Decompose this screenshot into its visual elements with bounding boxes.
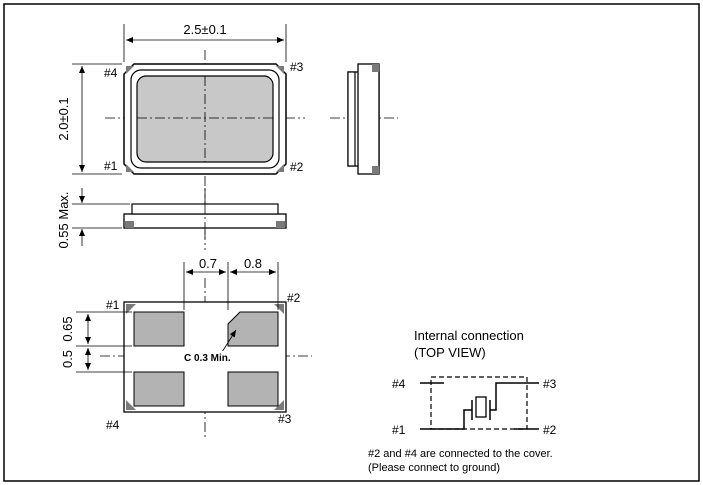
right-side-view [330,63,398,175]
internal-pin1-label: #1 [392,423,406,437]
top-view-corner-pad-3 [276,66,284,74]
internal-pin2-label: #2 [543,423,557,437]
cover-connection-note: #2 and #4 are connected to the cover. [368,448,553,460]
side-view-terminal-bottom [372,166,379,174]
land-dim-c-label: 0.65 [60,316,75,341]
land-corner-3 [274,400,284,410]
land-pad-2 [227,311,279,347]
crystal-element-icon [475,396,487,418]
top-height-dim-label: 2.0±0.1 [56,97,71,140]
internal-pin3-label: #3 [543,377,557,391]
land-pattern-view: 0.7 0.8 0.65 0.5 C 0.3 Min. #1 #2 #4 #3 [60,256,312,438]
top-view-pin3-label: #3 [290,60,304,74]
side-view-base [357,63,380,175]
top-view-corner-pad-4 [126,66,134,74]
front-view-terminal-left [125,221,134,228]
chamfer-note: C 0.3 Min. [184,353,231,364]
land-pin1-label: #1 [106,298,120,312]
internal-pin4-label: #4 [392,377,406,391]
land-corner-2 [274,304,284,314]
crystal-connection-path-right [490,382,514,411]
land-pin3-label: #3 [278,412,292,426]
front-view-terminal-right [276,221,285,228]
land-corner-4 [126,400,136,410]
chamfer-leader-line [221,329,237,353]
internal-connection-subtitle: (TOP VIEW) [414,345,486,360]
land-pad-4 [133,371,185,407]
top-view-seam-ring [130,69,280,169]
internal-connection-diagram: Internal connection (TOP VIEW) #4 #3 #1 … [368,328,557,474]
crystal-connection-path [420,409,472,430]
land-pin4-label: #4 [106,418,120,432]
top-view-corner-pad-2 [276,164,284,172]
land-pad-3 [227,371,279,407]
top-view-pin2-label: #2 [290,160,304,174]
land-pad-1 [133,311,185,347]
front-height-dim-label: 0.55 Max. [56,191,71,248]
internal-connection-title: Internal connection [414,328,524,343]
top-width-dim-label: 2.5±0.1 [183,22,226,37]
front-side-view: 0.55 Max. [56,188,287,249]
top-view: 2.5±0.1 2.0±0.1 #4 #3 #1 #2 [56,22,305,250]
chamfer-note-bg [180,351,252,363]
side-view-lid [347,71,356,167]
top-view-corner-pad-1 [126,164,134,172]
side-view-terminal-top [372,64,379,72]
land-dim-d-label: 0.5 [60,350,75,368]
top-view-pin4-label: #4 [104,66,118,80]
land-dim-a-label: 0.7 [199,256,217,271]
top-view-pin1-label: #1 [104,159,118,173]
drawing-frame [3,3,700,482]
land-corner-1 [126,304,136,314]
land-pin2-label: #2 [287,291,301,305]
ground-connection-note: (Please connect to ground) [368,462,500,474]
internal-dashed-outline [430,376,528,430]
land-dim-b-label: 0.8 [244,256,262,271]
